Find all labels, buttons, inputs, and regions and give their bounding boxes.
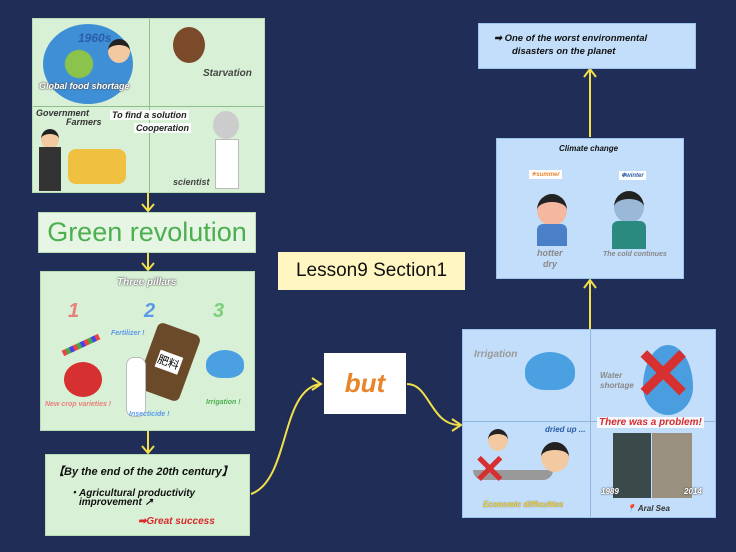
cold-continues-label: The cold continues: [603, 251, 667, 258]
economic-difficulties-label: Economic difficulties: [483, 500, 564, 509]
crops-label: New crop varieties !: [45, 401, 112, 408]
farmers-icon: [68, 149, 126, 184]
starving-child-icon: [173, 27, 205, 63]
find-solution-label: To find a solution: [110, 110, 189, 120]
lesson-title: Lesson9 Section1: [295, 260, 448, 281]
winter-tag: ❄winter: [619, 171, 646, 180]
watering-can-icon: [206, 350, 244, 378]
cross-small-icon: ✕: [473, 448, 507, 492]
decade-label: 1960s: [78, 31, 112, 45]
arrow-to-climate: [583, 278, 597, 329]
cross-icon: ✕: [633, 335, 694, 415]
tomato-icon: [64, 362, 102, 397]
hot-person-icon: [537, 194, 567, 226]
aral-2014-image: [652, 433, 692, 498]
year-2014: 2014: [684, 487, 702, 496]
but-label: but: [344, 368, 386, 398]
cold-person-icon: [614, 191, 644, 223]
three-pillars-panel: Three pillars 1 2 3 肥料 Fertilizer ! New …: [40, 271, 255, 431]
problem-label: There was a problem!: [597, 417, 704, 428]
fisherman-icon: [488, 429, 508, 451]
starvation-label: Starvation: [203, 68, 252, 79]
food-shortage-panel: 1960s Global food shortage Starvation Go…: [32, 18, 265, 193]
watering-can-icon: [525, 352, 575, 390]
water-label: Water: [600, 371, 623, 380]
aral-sea-panel: Irrigation Water shortage ✕ There was a …: [462, 329, 716, 518]
irrigation-pillar-label: Irrigation !: [206, 399, 241, 406]
arrow-to-aral: [406, 383, 463, 432]
arrow-to-result: [141, 431, 155, 455]
productivity-text: ・Agricultural productivity: [69, 488, 196, 499]
farmers-label: Farmers: [66, 117, 102, 127]
aral-sea-label: 📍 Aral Sea: [626, 504, 670, 513]
pillar-number-1: 1: [68, 300, 80, 322]
arrow-to-conclusion: [583, 67, 597, 137]
cooperation-label: Cooperation: [134, 123, 191, 133]
climate-change-panel: Climate change ☀summer ❄winter hotter dr…: [496, 138, 684, 279]
water-drop-icon: [643, 345, 693, 415]
boat-icon: [473, 470, 553, 480]
pillar-number-2: 2: [144, 300, 156, 322]
arrow-to-but: [250, 377, 323, 495]
three-pillars-title: Three pillars: [117, 277, 177, 288]
conclusion-box: ➡ One of the worst environmental disaste…: [478, 23, 696, 69]
food-shortage-label: Global food shortage: [39, 81, 130, 91]
sprayer-person-icon: [126, 357, 146, 417]
climate-title: Climate change: [559, 144, 619, 153]
dna-icon: [61, 333, 101, 357]
but-box: but: [324, 353, 406, 414]
result-heading: 【By the end of the 20th century】: [53, 466, 233, 478]
scientist-icon: [213, 111, 239, 139]
worried-person-icon: [541, 442, 569, 472]
government-label: Government: [36, 108, 90, 118]
aral-1989-image: [613, 433, 651, 498]
dry-label: dry: [543, 259, 558, 269]
fertilizer-bag-text: 肥料: [154, 349, 183, 375]
lesson-title-box: Lesson9 Section1: [278, 252, 465, 290]
conclusion-line-1: ➡ One of the worst environmental: [494, 33, 648, 44]
green-revolution-title: Green revolution: [47, 217, 247, 247]
pillar-number-3: 3: [213, 300, 225, 322]
scientist-label: scientist: [173, 177, 210, 187]
arrow-to-pillars: [141, 253, 155, 272]
hungry-person-icon: [108, 39, 130, 63]
arrow-to-green-revolution: [141, 193, 155, 213]
green-revolution-box: Green revolution: [38, 212, 256, 253]
hotter-label: hotter: [537, 248, 563, 258]
government-figure-icon: [41, 129, 59, 149]
result-box: 【By the end of the 20th century】 ・Agricu…: [45, 454, 250, 536]
insecticide-label: Insecticide !: [129, 411, 170, 418]
globe-icon: [43, 24, 133, 104]
summer-tag: ☀summer: [529, 170, 562, 179]
fertilizer-label: Fertilizer !: [111, 330, 145, 337]
improvement-text: improvement ↗: [79, 497, 153, 508]
shortage-label: shortage: [600, 381, 634, 390]
great-success-text: ➡Great success: [138, 516, 215, 527]
irrigation-label: Irrigation: [474, 349, 518, 360]
year-1989: 1989: [601, 487, 619, 496]
conclusion-line-2: disasters on the planet: [512, 46, 616, 57]
dried-up-label: dried up ...: [545, 425, 586, 434]
